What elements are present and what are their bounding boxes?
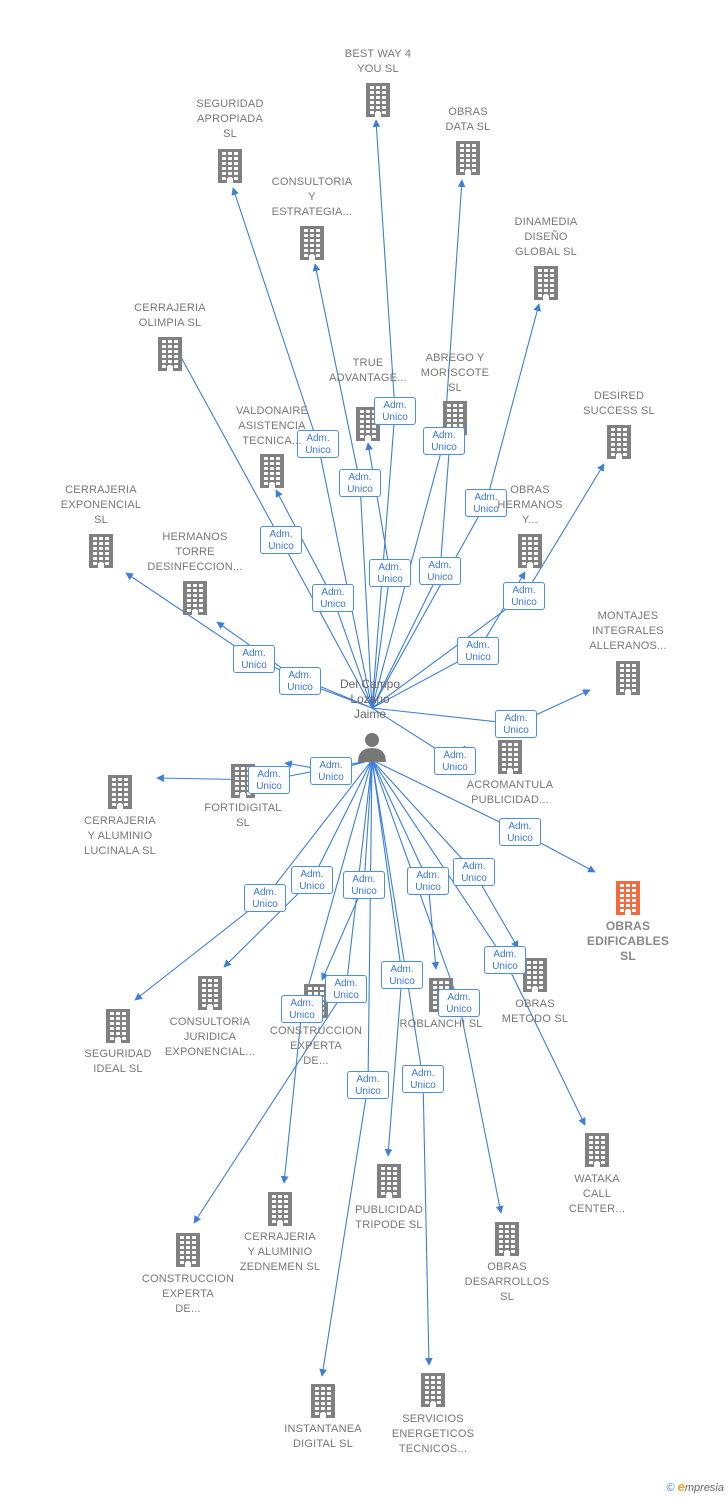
role-badge: Adm. Unico <box>260 526 302 554</box>
building-icon <box>198 976 222 1010</box>
company-label[interactable]: SEGURIDAD IDEAL SL <box>84 1048 152 1075</box>
building-icon <box>523 958 547 992</box>
edge-line <box>371 759 596 873</box>
role-badge: Adm. Unico <box>279 667 321 695</box>
person-name-label[interactable]: Del Campo Lozano Jaime <box>339 677 401 721</box>
role-badge: Adm. Unico <box>484 946 526 974</box>
building-icon <box>158 337 182 371</box>
role-badge: Adm. Unico <box>343 871 385 899</box>
role-badge: Adm. Unico <box>325 975 367 1003</box>
company-label[interactable]: DESIRED SUCCESS SL <box>583 390 655 417</box>
role-badge: Adm. Unico <box>402 1065 444 1093</box>
building-icon <box>176 1233 200 1267</box>
role-badge: Adm. Unico <box>465 489 507 517</box>
building-icon <box>495 1222 519 1256</box>
company-label[interactable]: PUBLICIDAD TRIPODE SL <box>354 1204 424 1231</box>
building-icon <box>89 534 113 568</box>
building-icon <box>518 534 542 568</box>
company-label[interactable]: OBRAS EDIFICABLES SL <box>586 919 670 963</box>
brand-initial: e <box>677 1479 685 1494</box>
building-icon <box>183 581 207 615</box>
company-label[interactable]: WATAKA CALL CENTER... <box>568 1173 626 1215</box>
building-icon <box>300 226 324 260</box>
company-label[interactable]: SEGURIDAD APROPIADA SL <box>196 98 264 140</box>
role-badge: Adm. Unico <box>374 397 416 425</box>
company-label[interactable]: MONTAJES INTEGRALES ALLERANOS... <box>589 610 667 652</box>
brand-name: mpresia <box>684 1482 724 1494</box>
role-badge: Adm. Unico <box>503 582 545 610</box>
role-badge: Adm. Unico <box>423 427 465 455</box>
company-label[interactable]: OBRAS DATA SL <box>445 106 491 133</box>
company-label[interactable]: CERRAJERIA Y ALUMINIO ZEDNEMEN SL <box>239 1231 321 1273</box>
building-icon <box>377 1164 401 1198</box>
company-label[interactable]: INSTANTANEA DIGITAL SL <box>284 1423 362 1450</box>
footer-brand: © empresia <box>666 1479 724 1494</box>
role-badge: Adm. Unico <box>407 867 449 895</box>
building-icon <box>311 1384 335 1418</box>
company-label[interactable]: SERVICIOS ENERGETICOS TECNICOS... <box>391 1413 475 1455</box>
company-label[interactable]: VALDONAIRE ASISTENCIA TECNICA... <box>235 405 309 447</box>
role-badge: Adm. Unico <box>495 710 537 738</box>
copyright-symbol: © <box>666 1482 675 1494</box>
building-icon <box>616 661 640 695</box>
role-badge: Adm. Unico <box>312 584 354 612</box>
company-label[interactable]: CERRAJERIA OLIMPIA SL <box>134 302 206 329</box>
role-badge: Adm. Unico <box>419 557 461 585</box>
building-icon <box>260 454 284 488</box>
company-label[interactable]: CERRAJERIA EXPONENCIAL SL <box>60 484 142 526</box>
company-label[interactable]: OBRAS HERMANOS Y... <box>497 484 563 526</box>
role-badge: Adm. Unico <box>347 1071 389 1099</box>
company-label[interactable]: ROBLANCHI SL <box>399 1018 483 1030</box>
company-label[interactable]: TRUE ADVANTAGE... <box>329 357 407 384</box>
company-label[interactable]: CONSTRUCCION EXPERTA DE... <box>269 1025 363 1067</box>
edge-line <box>371 759 440 970</box>
company-label[interactable]: CONSTRUCCION EXPERTA DE... <box>141 1273 235 1315</box>
building-icon <box>108 775 132 809</box>
person-icon <box>358 733 386 762</box>
role-badge: Adm. Unico <box>233 645 275 673</box>
company-label[interactable]: DINAMEDIA DISEÑO GLOBAL SL <box>514 216 578 258</box>
company-label[interactable]: OBRAS METODO SL <box>501 998 569 1025</box>
role-badge: Adm. Unico <box>310 757 352 785</box>
role-badge: Adm. Unico <box>244 884 286 912</box>
building-icon <box>421 1373 445 1407</box>
company-label[interactable]: BEST WAY 4 YOU SL <box>344 48 412 75</box>
company-label[interactable]: ACROMANTULA PUBLICIDAD... <box>466 779 554 806</box>
company-label[interactable]: CONSULTORIA Y ESTRATEGIA... <box>271 176 353 218</box>
role-badge: Adm. Unico <box>339 469 381 497</box>
building-icon <box>616 881 640 915</box>
company-label[interactable]: OBRAS DESARROLLOS SL <box>464 1261 550 1303</box>
company-label[interactable]: CONSULTORIA JURIDICA EXPONENCIAL... <box>164 1016 256 1058</box>
building-icon <box>585 1133 609 1167</box>
building-icon <box>366 83 390 117</box>
building-icon <box>498 740 522 774</box>
role-badge: Adm. Unico <box>457 637 499 665</box>
role-badge: Adm. Unico <box>248 766 290 794</box>
role-badge: Adm. Unico <box>291 866 333 894</box>
role-badge: Adm. Unico <box>381 961 423 989</box>
company-label[interactable]: FORTIDIGITAL SL <box>204 802 282 829</box>
building-icon <box>268 1192 292 1226</box>
role-badge: Adm. Unico <box>499 818 541 846</box>
company-label[interactable]: ABREGO Y MORISCOTE SL <box>420 352 490 394</box>
role-badge: Adm. Unico <box>297 430 339 458</box>
role-badge: Adm. Unico <box>438 989 480 1017</box>
role-badge: Adm. Unico <box>369 559 411 587</box>
role-badge: Adm. Unico <box>453 858 495 886</box>
building-icon <box>607 425 631 459</box>
building-icon <box>456 141 480 175</box>
company-label[interactable]: HERMANOS TORRE DESINFECCION... <box>147 531 243 573</box>
building-icon <box>534 266 558 300</box>
building-icon <box>106 1009 130 1043</box>
company-label[interactable]: CERRAJERIA Y ALUMINIO LUCINALA SL <box>84 815 156 857</box>
role-badge: Adm. Unico <box>281 995 323 1023</box>
building-icon <box>218 149 242 183</box>
role-badge: Adm. Unico <box>434 747 476 775</box>
